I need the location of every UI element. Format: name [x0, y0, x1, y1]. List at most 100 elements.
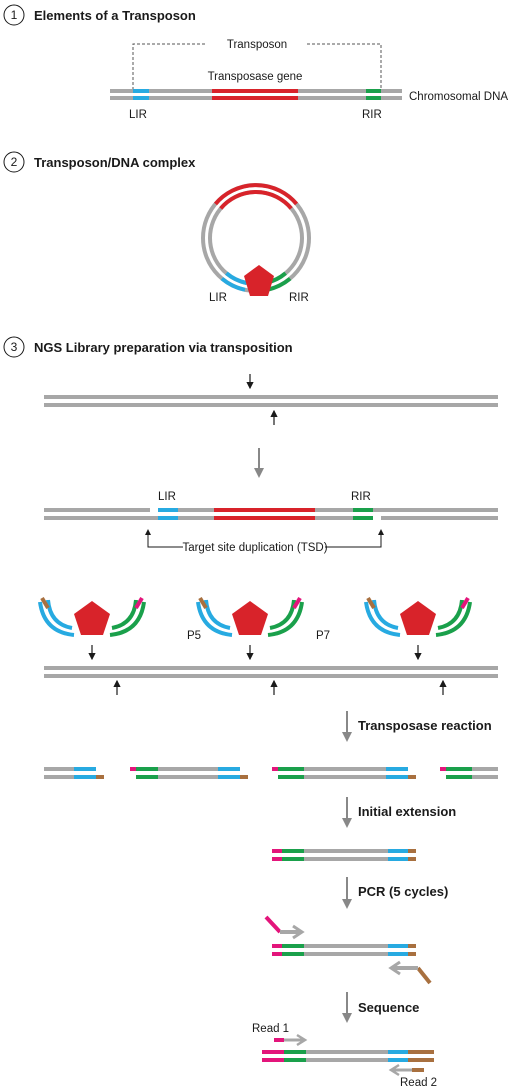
read-2-primer — [412, 1068, 424, 1072]
p7-adapter-tip — [460, 596, 470, 610]
lir-arm — [204, 599, 231, 630]
read-1-primer — [274, 1038, 284, 1042]
transposase-gene-arc — [213, 183, 299, 206]
dna-segment — [74, 767, 96, 771]
rir-arm — [109, 601, 146, 637]
reverse-primer-arrowhead — [388, 960, 401, 976]
p7-adapter — [408, 1058, 434, 1062]
rir-segment — [366, 89, 381, 93]
transposase-gene-segment — [212, 89, 298, 93]
transposome-complex — [38, 596, 146, 637]
lir-segment — [388, 1058, 408, 1062]
inserted-transposon-dna — [44, 508, 498, 520]
read-1-label: Read 1 — [252, 1023, 289, 1035]
p5-adapter — [272, 857, 282, 861]
section-2-title: Transposon/DNA complex — [34, 155, 196, 170]
dna-segment — [136, 775, 158, 779]
rir-arm — [269, 599, 296, 630]
dna-segment — [472, 775, 498, 779]
dna-segment — [44, 775, 74, 779]
transposon-label: Transposon — [227, 39, 287, 51]
lir-arm — [196, 601, 233, 637]
lir-arc — [220, 277, 246, 292]
rir-segment — [282, 944, 304, 948]
transposon-bracket — [132, 43, 382, 90]
lir-segment — [388, 857, 408, 861]
p7-primer-tail — [416, 966, 432, 985]
section-1-number-circle — [3, 4, 25, 26]
p5-adapter-tip — [366, 596, 376, 610]
lir-segment — [388, 1050, 408, 1054]
p7-adapter — [408, 849, 416, 853]
p7-adapter — [408, 952, 416, 956]
lir-arm — [46, 599, 73, 630]
dna-segment — [440, 767, 446, 771]
insert-dna — [304, 857, 388, 861]
chromosomal-dna — [110, 89, 402, 100]
rir-label: RIR — [362, 109, 382, 121]
dna-segment — [130, 767, 136, 771]
insert-lir-label: LIR — [158, 491, 176, 503]
transposome-complex — [364, 596, 472, 637]
circle-rir-label: RIR — [289, 292, 309, 304]
circle-lir-label: LIR — [209, 292, 227, 304]
forward-primer-arrowhead — [292, 924, 305, 940]
rir-segment — [284, 1058, 306, 1062]
dna-segment — [386, 775, 408, 779]
rir-arm — [437, 599, 464, 630]
dna-segment — [96, 775, 104, 779]
dna-segment — [386, 767, 408, 771]
p5-adapter — [272, 849, 282, 853]
section-3-number: 3 — [11, 340, 18, 354]
dna-segment — [304, 775, 386, 779]
p7-adapter — [408, 857, 416, 861]
p5-adapter-tip — [40, 596, 50, 610]
transposase-enzyme-icon — [244, 265, 274, 296]
lir-segment — [133, 89, 149, 93]
insert-dna — [304, 952, 388, 956]
lir-arm — [38, 601, 75, 637]
lir-segment — [388, 952, 408, 956]
p5-label: P5 — [187, 630, 201, 642]
transposome-complex — [196, 596, 304, 637]
lir-arm — [364, 601, 401, 637]
rir-segment — [282, 849, 304, 853]
dna-segment — [304, 767, 386, 771]
insert-rir-label: RIR — [351, 491, 371, 503]
insert-dna — [304, 849, 388, 853]
tsd-label: Target site duplication (TSD) — [182, 542, 327, 554]
dna-segment — [240, 775, 248, 779]
lir-segment — [388, 849, 408, 853]
pcr-fragment — [264, 915, 432, 985]
insert-dna — [304, 944, 388, 948]
p7-adapter-tip — [292, 596, 302, 610]
section-3-title: NGS Library preparation via transpositio… — [34, 340, 293, 355]
step-pcr: PCR (5 cycles) — [358, 884, 448, 899]
sequencing-fragment — [262, 1033, 434, 1077]
p7-adapter — [408, 1050, 434, 1054]
step-sequence: Sequence — [358, 1000, 419, 1015]
rir-arm — [435, 601, 472, 637]
dna-segment — [278, 775, 304, 779]
target-dna — [44, 395, 498, 407]
section-2-number: 2 — [11, 155, 18, 169]
p5-adapter — [272, 944, 282, 948]
transposase-enzyme-icon — [74, 601, 110, 635]
dna-segment — [446, 775, 472, 779]
transposase-gene-label: Transposase gene — [208, 71, 303, 83]
p5-adapter — [262, 1058, 284, 1062]
section-1: 1 Elements of a Transposon Transposon Tr… — [3, 4, 508, 121]
rir-segment — [282, 952, 304, 956]
rir-segment — [282, 857, 304, 861]
dna-segment — [408, 775, 416, 779]
dna-segment — [218, 775, 240, 779]
tagmented-fragments — [44, 767, 498, 779]
chromosomal-dna-label: Chromosomal DNA — [409, 91, 508, 103]
p7-adapter — [408, 944, 416, 948]
section-1-number: 1 — [11, 8, 18, 22]
target-dna-2 — [44, 666, 498, 678]
p5-primer-tail — [264, 915, 282, 934]
dna-segment — [272, 767, 278, 771]
dna-segment — [472, 767, 498, 771]
